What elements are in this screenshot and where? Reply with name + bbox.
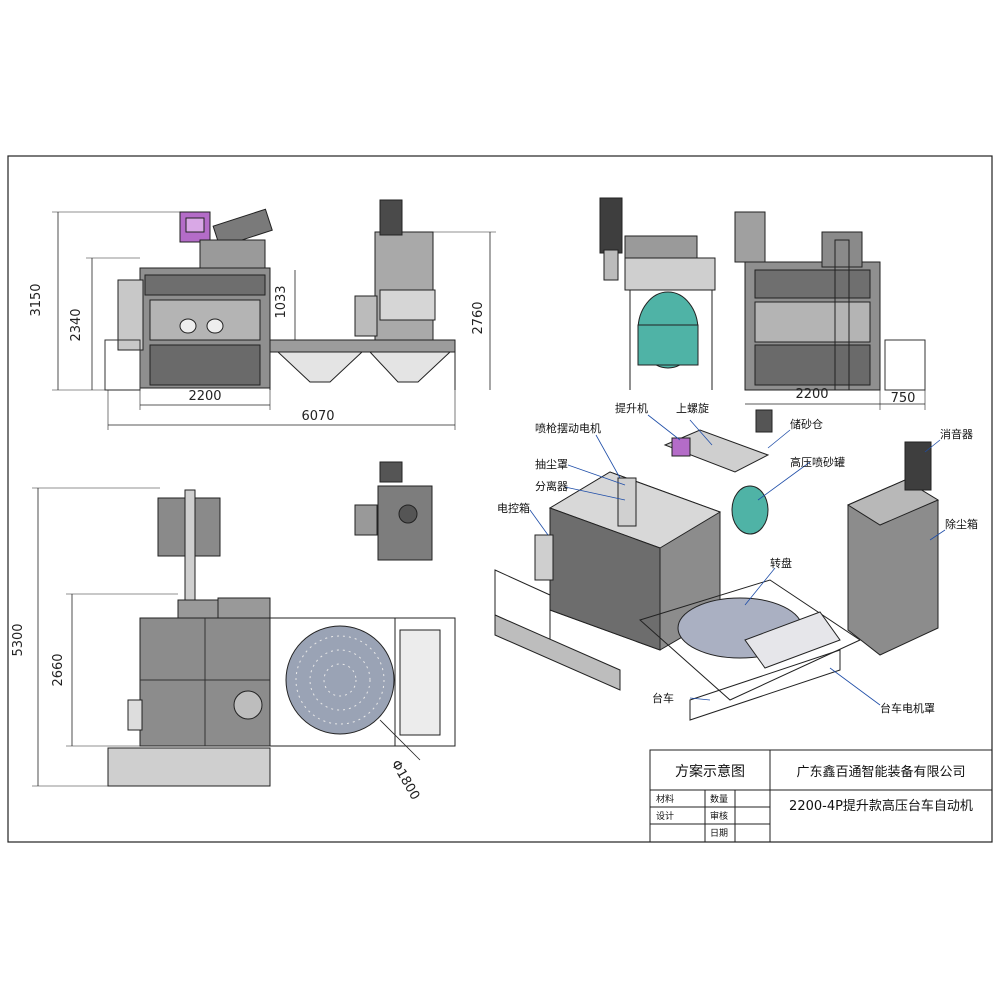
title-material-label: 材料 [656, 793, 674, 805]
label-turntable: 转盘 [770, 556, 792, 570]
label-trolley: 台车 [652, 691, 674, 705]
dim-front-height-total: 3150 [29, 283, 44, 316]
dim-plan-length-cabin: 2660 [51, 653, 66, 686]
title-company: 广东鑫百通智能装备有限公司 [796, 764, 965, 780]
title-review-label: 审核 [710, 810, 728, 822]
title-drawing-type: 方案示意图 [675, 763, 745, 780]
label-dust-hood: 抽尘罩 [535, 457, 568, 471]
label-trolley-motor-cover: 台车电机罩 [880, 701, 935, 715]
dim-side-width-platform: 750 [891, 391, 916, 406]
label-spray-gun-motor: 喷枪摆动电机 [535, 421, 601, 435]
plan-view [32, 461, 456, 787]
dim-front-width-total: 6070 [301, 409, 334, 424]
front-control-box [117, 279, 144, 351]
plan-turntable [285, 625, 395, 735]
label-separator: 分离器 [535, 479, 568, 493]
front-view [52, 199, 496, 430]
label-muffler: 消音器 [940, 427, 973, 441]
dim-front-width-cabin: 2200 [188, 389, 221, 404]
dim-front-right-height: 2760 [471, 301, 486, 334]
dim-side-width-cabin: 2200 [795, 387, 828, 402]
plan-grating [107, 747, 271, 787]
label-upper-screw: 上螺旋 [676, 401, 709, 415]
label-sand-storage: 储砂仓 [790, 417, 823, 431]
side-view [599, 197, 926, 410]
title-design-label: 设计 [656, 810, 674, 822]
dim-plan-length-total: 5300 [11, 623, 26, 656]
dim-front-height-cabin: 2340 [69, 308, 84, 341]
label-lift: 提升机 [615, 401, 648, 415]
drawing-border [7, 155, 993, 843]
dim-turntable-diameter: Φ1800 [388, 758, 423, 803]
callout-leaders [529, 414, 946, 706]
label-dust-collector: 除尘箱 [945, 517, 978, 531]
front-dust-collector [374, 231, 434, 341]
title-product-name: 2200-4P提升款高压台车自动机 [789, 798, 973, 814]
label-control-box: 电控箱 [497, 501, 530, 515]
title-date-label: 日期 [710, 828, 728, 839]
title-block [649, 749, 993, 843]
label-pressure-tank: 高压喷砂罐 [790, 455, 845, 469]
isometric-view [494, 409, 940, 721]
dim-front-height-mid: 1033 [274, 285, 289, 318]
title-quantity-label: 数量 [710, 793, 728, 805]
